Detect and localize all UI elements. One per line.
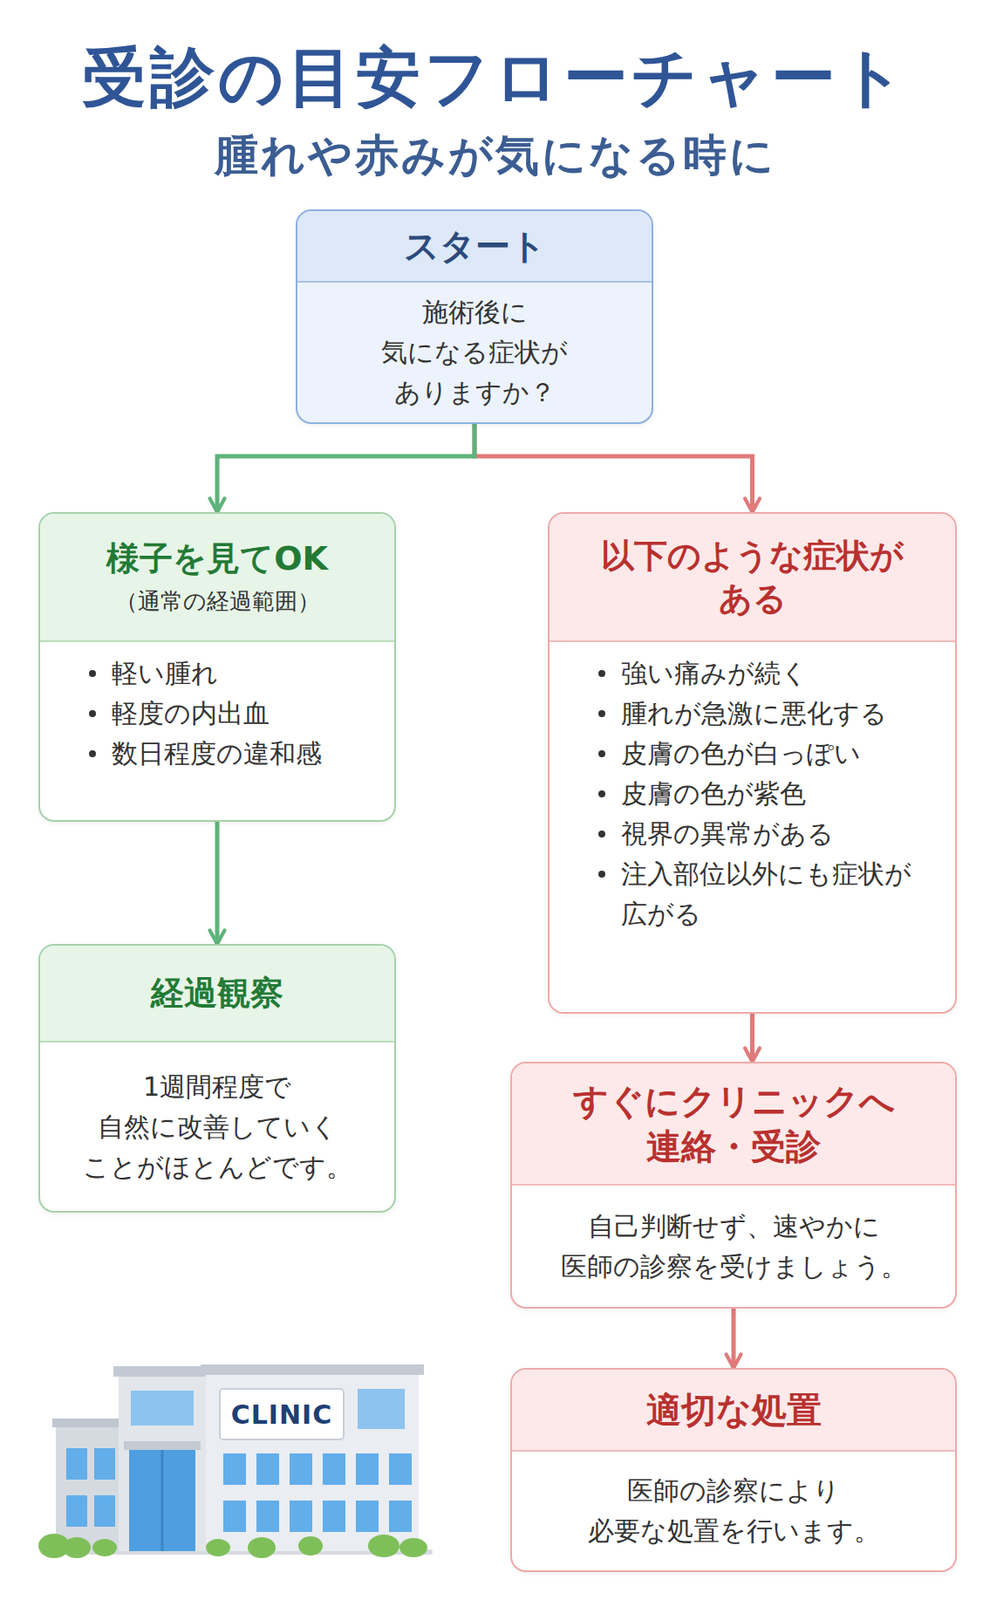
box-header: 様子を見てOK （通常の経過範囲） bbox=[40, 513, 395, 642]
flow-arrow bbox=[750, 1013, 755, 1062]
flow-arrow bbox=[474, 423, 753, 513]
process-box: 適切な処置医師の診察により 必要な処置を行います。 bbox=[510, 1367, 957, 1572]
bullet-dot bbox=[598, 669, 606, 677]
bullet-text: 皮膚の色が紫色 bbox=[621, 773, 938, 814]
box-heading: 様子を見てOK bbox=[106, 537, 328, 581]
box-text: 1週間程度で 自然に改善していく ことがほとんどです。 bbox=[73, 1066, 362, 1188]
box-body: 医師の診察により 必要な処置を行います。 bbox=[512, 1451, 956, 1571]
clinic-sign: CLINIC bbox=[219, 1390, 344, 1440]
box-heading: 適切な処置 bbox=[646, 1386, 822, 1433]
box-heading: スタート bbox=[403, 223, 547, 269]
bullet-item: 数日程度の違和感 bbox=[40, 733, 395, 774]
box-header: すぐにクリニックへ 連絡・受診 bbox=[512, 1063, 956, 1186]
bullet-text: 強い痛みが続く bbox=[621, 653, 938, 694]
bullet-dot bbox=[598, 750, 606, 758]
flow-arrow bbox=[217, 423, 475, 513]
bullet-item: 腫れが急激に悪化する bbox=[549, 693, 956, 734]
bullet-dot bbox=[598, 830, 606, 838]
bullet-dot bbox=[598, 710, 606, 717]
page-title: 受診の目安フローチャート bbox=[0, 36, 990, 117]
bullet-dot bbox=[598, 790, 606, 798]
box-text: 施術後に 気になる症状が ありますか？ bbox=[369, 292, 580, 413]
bullet-dot bbox=[598, 870, 606, 878]
bullet-dot bbox=[88, 710, 96, 717]
box-body: 強い痛みが続く腫れが急激に悪化する皮膚の色が白っぽい皮膚の色が紫色視界の異常があ… bbox=[549, 641, 956, 1012]
bullet-text: 腫れが急激に悪化する bbox=[621, 693, 938, 734]
box-body: 施術後に 気になる症状が ありますか？ bbox=[297, 282, 652, 423]
box-body: 1週間程度で 自然に改善していく ことがほとんどです。 bbox=[40, 1042, 395, 1211]
box-heading: 以下のような症状が ある bbox=[591, 534, 915, 621]
bullet-item: 皮膚の色が紫色 bbox=[549, 773, 956, 814]
process-box: 以下のような症状が ある強い痛みが続く腫れが急激に悪化する皮膚の色が白っぽい皮膚… bbox=[547, 512, 957, 1014]
box-header: 経過観察 bbox=[40, 945, 395, 1043]
box-heading: 経過観察 bbox=[150, 971, 284, 1015]
bullet-text: 注入部位以外にも症状が 広がる bbox=[621, 853, 938, 935]
bullet-text: 軽度の内出血 bbox=[111, 693, 377, 734]
box-header: スタート bbox=[297, 211, 652, 283]
box-subheading: （通常の経過範囲） bbox=[115, 585, 321, 617]
bullet-text: 皮膚の色が白っぽい bbox=[621, 733, 938, 774]
box-text: 医師の診察により 必要な処置を行います。 bbox=[576, 1470, 891, 1551]
flow-arrow bbox=[215, 821, 220, 944]
box-header: 適切な処置 bbox=[512, 1369, 956, 1452]
bullet-text: 視界の異常がある bbox=[621, 813, 938, 854]
bullet-item: 強い痛みが続く bbox=[549, 653, 956, 694]
bullet-dot bbox=[88, 750, 96, 758]
process-box: スタート施術後に 気になる症状が ありますか？ bbox=[295, 209, 654, 424]
bullet-item: 注入部位以外にも症状が 広がる bbox=[549, 853, 956, 935]
bullet-text: 軽い腫れ bbox=[111, 653, 377, 694]
bullet-text: 数日程度の違和感 bbox=[111, 733, 377, 774]
bullet-item: 皮膚の色が白っぽい bbox=[549, 733, 956, 774]
bullet-item: 軽度の内出血 bbox=[40, 693, 395, 734]
process-box: 様子を見てOK （通常の経過範囲） 軽い腫れ軽度の内出血数日程度の違和感 bbox=[38, 512, 396, 822]
box-heading: すぐにクリニックへ 連絡・受診 bbox=[559, 1078, 909, 1169]
flow-arrow bbox=[731, 1308, 737, 1368]
bullet-dot bbox=[88, 669, 96, 677]
box-body: 軽い腫れ軽度の内出血数日程度の違和感 bbox=[40, 641, 395, 820]
bullet-item: 視界の異常がある bbox=[549, 813, 956, 854]
box-text: 自己判断せず、速やかに 医師の診察を受けましょう。 bbox=[550, 1206, 917, 1287]
box-header: 以下のような症状が ある bbox=[549, 513, 956, 642]
box-body: 自己判断せず、速やかに 医師の診察を受けましょう。 bbox=[512, 1185, 956, 1307]
process-box: 経過観察 1週間程度で 自然に改善していく ことがほとんどです。 bbox=[38, 943, 396, 1213]
subtitle: 腫れや赤みが気になる時に bbox=[0, 127, 990, 184]
process-box: すぐにクリニックへ 連絡・受診自己判断せず、速やかに 医師の診察を受けましょう。 bbox=[510, 1061, 957, 1309]
bullet-item: 軽い腫れ bbox=[40, 653, 395, 694]
